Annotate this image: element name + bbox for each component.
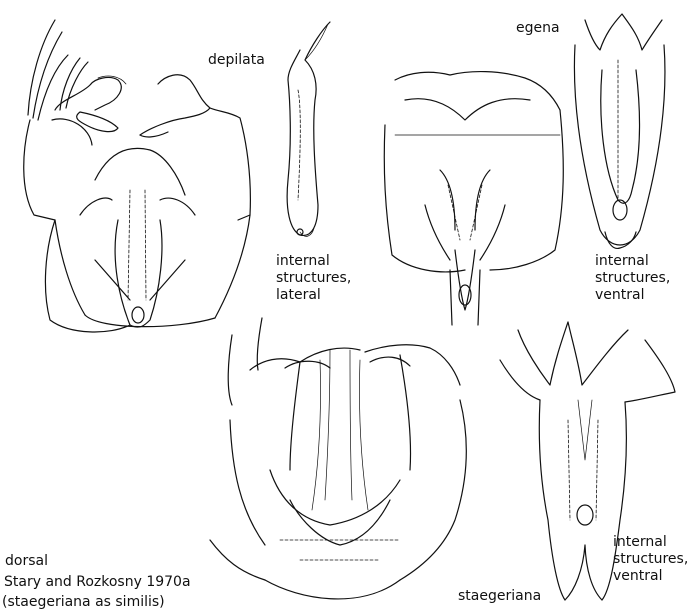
species-label-egena: egena [516,20,560,36]
staegeriana-dorsal-drawing [209,317,467,600]
egena-internal-drawing [573,13,666,250]
caption-staegeriana-internal-line2: structures, [613,551,689,567]
species-label-staegeriana: staegeriana [458,588,542,604]
view-label: dorsal [5,553,48,569]
caption-staegeriana-internal-line1: internal [613,534,667,550]
caption-egena-internal-line1: internal [595,253,649,269]
egena-dorsal-drawing [383,70,564,326]
staegeriana-internal-drawing [499,321,676,601]
caption-depilata-internal-line1: internal [276,253,330,269]
caption-staegeriana-internal-line3: ventral [613,568,663,584]
citation: Stary and Rozkosny 1970a [4,574,191,590]
caption-depilata-internal-line2: structures, [276,270,352,286]
caption-egena-internal-line3: ventral [595,287,645,303]
synonym-note: (staegeriana as similis) [2,594,165,610]
species-label-depilata: depilata [208,52,265,68]
caption-egena-internal-line2: structures, [595,270,671,286]
depilata-internal-drawing [286,21,331,237]
depilata-dorsal-drawing [23,19,251,333]
caption-depilata-internal-line3: lateral [276,287,321,303]
